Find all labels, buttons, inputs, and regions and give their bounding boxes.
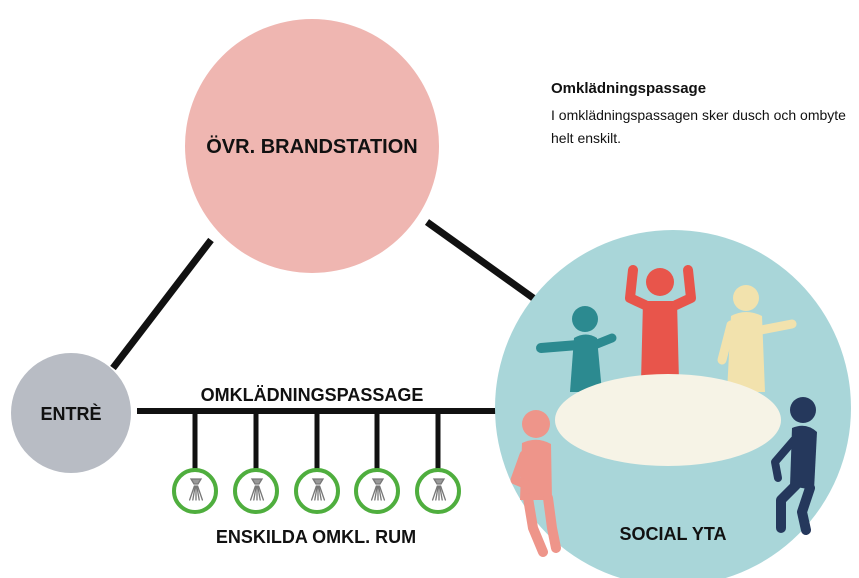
private-room [172, 468, 218, 514]
person-icon [717, 285, 797, 392]
description-title: Omklädningspassage [551, 80, 707, 97]
description-box: Omklädningspassage I omklädningspassagen… [551, 80, 851, 150]
shower-icon [431, 478, 447, 501]
passage-label: OMKLÄDNINGSPASSAGE [201, 385, 424, 405]
person-icon [625, 265, 696, 382]
rooms-label: ENSKILDA OMKL. RUM [216, 527, 416, 547]
shower-icon [249, 478, 265, 501]
private-room [415, 468, 461, 514]
connector-brandstation-social [424, 219, 539, 303]
shower-icon [370, 478, 386, 501]
social-label: SOCIAL YTA [619, 524, 726, 544]
person-icon [536, 306, 617, 392]
person-icon [510, 410, 561, 557]
social-table [555, 374, 781, 466]
entre-node [11, 353, 131, 473]
private-room [233, 468, 279, 514]
private-room [294, 468, 340, 514]
connector-entre-brandstation [110, 237, 214, 371]
shower-icon [310, 478, 326, 501]
brandstation-label: ÖVR. BRANDSTATION [206, 135, 417, 158]
entre-label: ENTRÈ [40, 403, 101, 424]
brandstation-node [185, 19, 439, 273]
description-text: I omklädningspassagen sker dusch och omb… [551, 107, 846, 146]
person-icon [771, 397, 817, 535]
private-room [354, 468, 400, 514]
private-rooms [172, 468, 461, 514]
room-stems [192, 411, 441, 471]
shower-icon [188, 478, 204, 501]
